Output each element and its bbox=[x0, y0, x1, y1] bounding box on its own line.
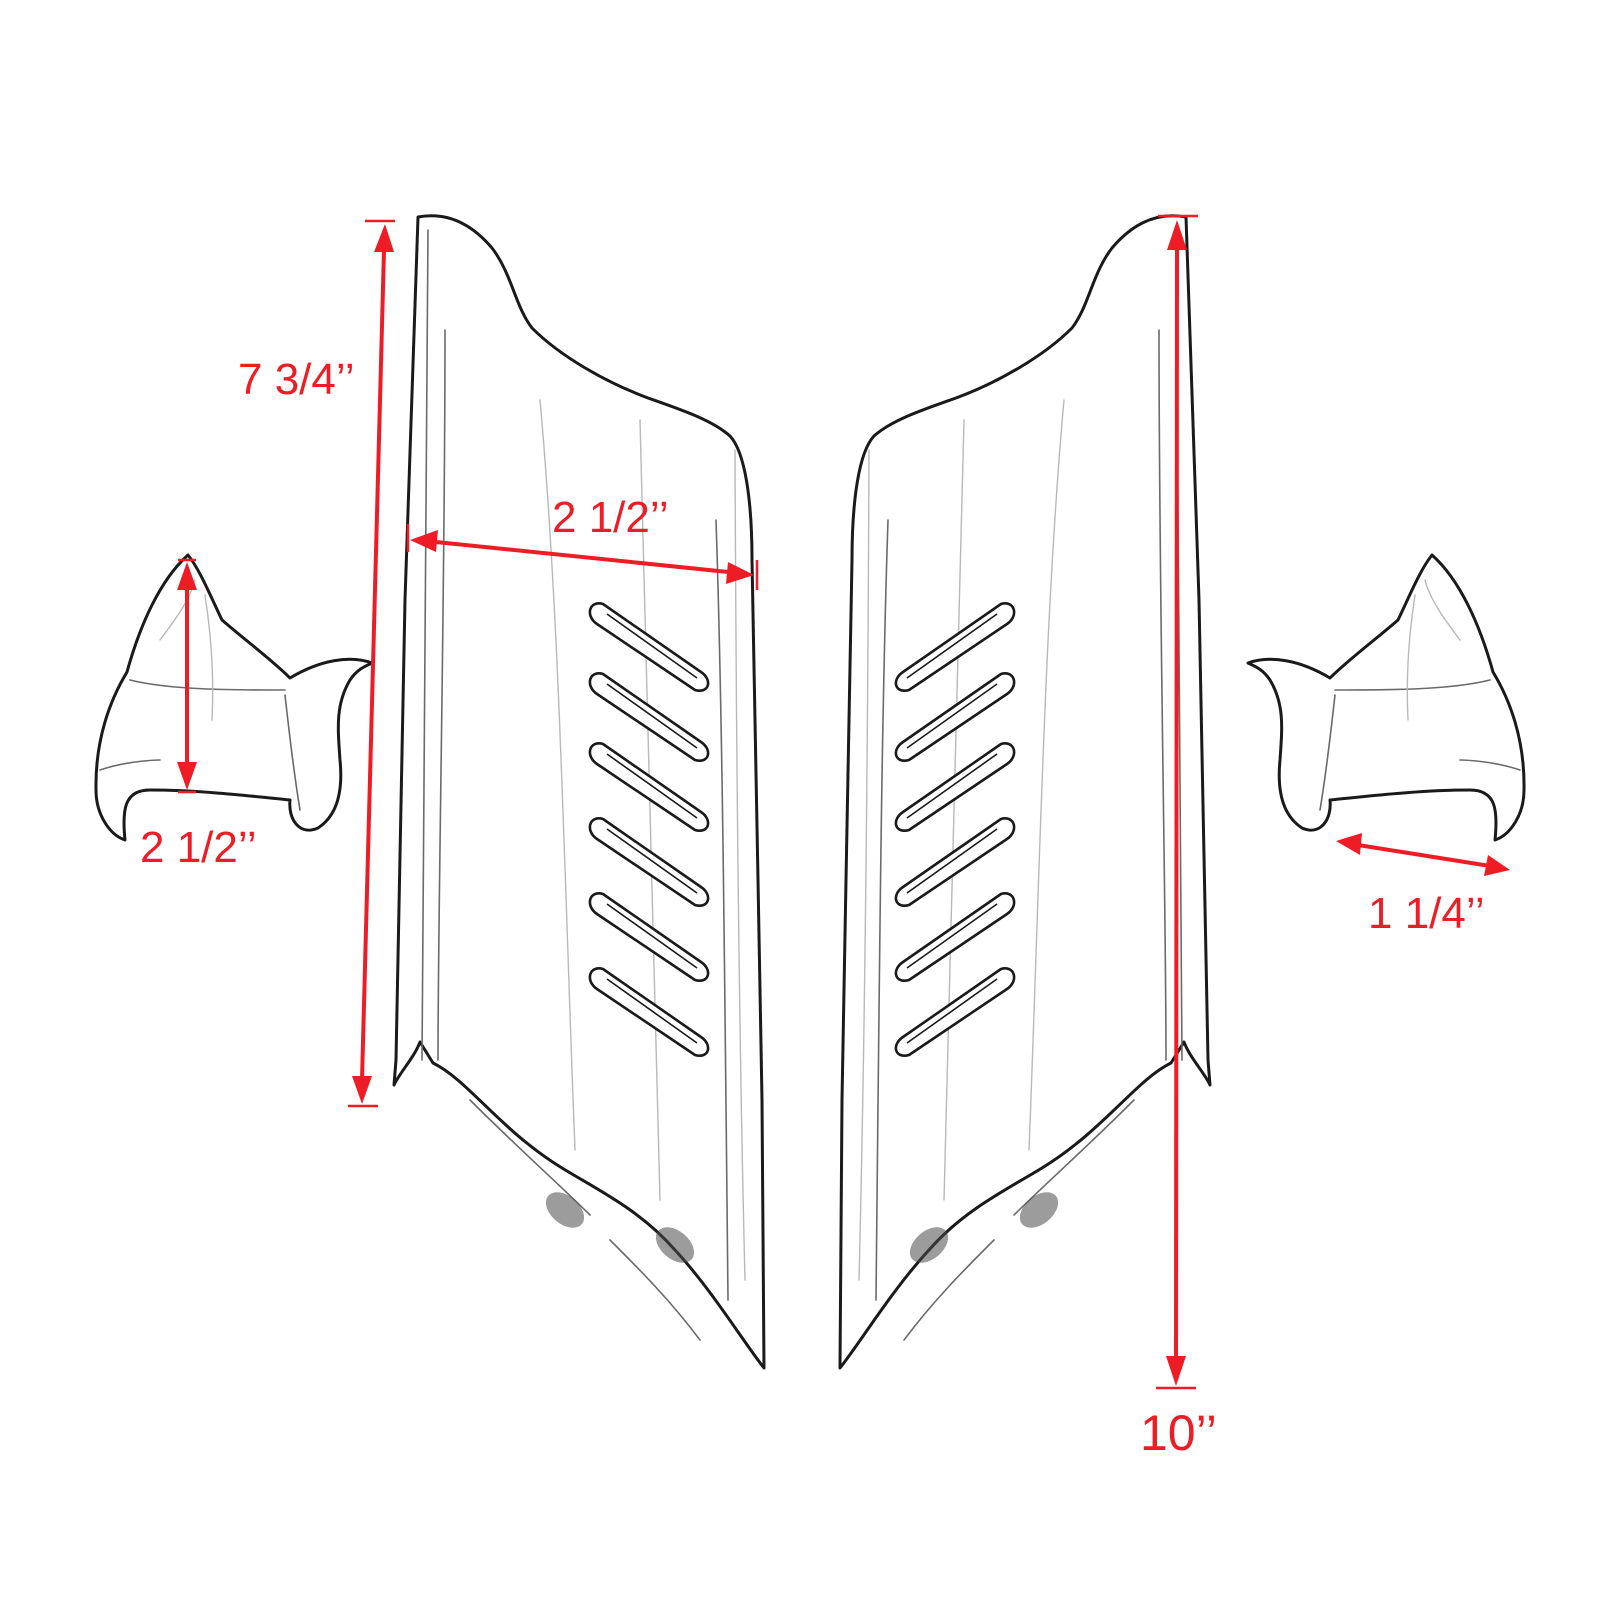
left-fork-guard bbox=[394, 216, 764, 1368]
label-left-height: 7 3/4’’ bbox=[238, 355, 355, 404]
dim-right-height bbox=[1156, 214, 1198, 1390]
label-right-height: 10’’ bbox=[1140, 1405, 1217, 1461]
dim-left-height bbox=[348, 219, 395, 1108]
dim-cap-left-height bbox=[177, 558, 197, 794]
right-fork-guard bbox=[840, 216, 1210, 1368]
left-cap bbox=[94, 553, 374, 842]
label-cap-right-width: 1 1/4’’ bbox=[1368, 889, 1485, 938]
dim-cap-right-width bbox=[1336, 833, 1510, 876]
label-cap-left-height: 2 1/2’’ bbox=[140, 823, 257, 872]
label-left-width: 2 1/2’’ bbox=[552, 493, 669, 542]
right-cap bbox=[1246, 553, 1526, 842]
dim-left-width bbox=[406, 524, 759, 590]
